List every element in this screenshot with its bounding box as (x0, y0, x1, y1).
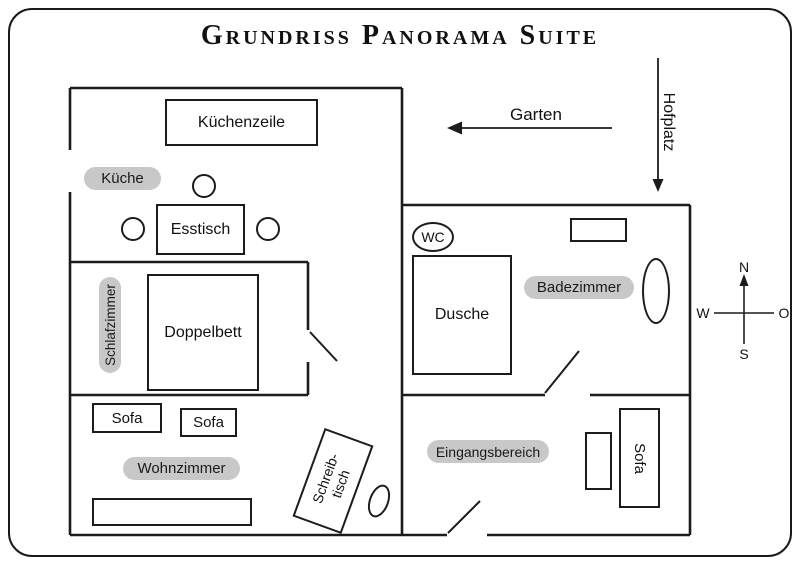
room-label-entrance: Eingangsbereich (427, 440, 549, 463)
garden-arrow-head-icon (447, 121, 462, 135)
room-label-living: Wohnzimmer (123, 457, 240, 480)
sofa-label: Sofa (630, 442, 648, 474)
sofa-label: Sofa (111, 409, 143, 427)
bedroom-door-swing (309, 331, 338, 362)
shower-label: Dusche (434, 306, 490, 323)
dining-chair (256, 217, 280, 241)
room-label-kitchen: Küche (84, 167, 161, 190)
garden-arrow (447, 121, 612, 135)
compass-east-label: O (778, 305, 790, 321)
sofa-living-2: Sofa (180, 408, 237, 437)
courtyard-arrow (652, 58, 664, 192)
dining-table: Esstisch (156, 204, 245, 255)
entry-cabinet (585, 432, 612, 490)
dining-chair (192, 174, 216, 198)
double-bed: Doppelbett (147, 274, 259, 391)
compass-south-label: S (739, 346, 749, 362)
shower: Dusche (412, 255, 512, 375)
wc: WC (412, 222, 454, 252)
compass-north-arrow-icon (739, 274, 749, 286)
sideboard (92, 498, 252, 526)
room-label-bathroom: Badezimmer (524, 276, 634, 299)
courtyard-label: Hofplatz (660, 92, 677, 152)
room-label-bedroom: Schlafzimmer (99, 277, 121, 373)
bath-sink (642, 258, 670, 324)
double-bed-label: Doppelbett (164, 323, 242, 341)
bathroom-door-swing (544, 350, 580, 394)
bath-cabinet (570, 218, 627, 242)
living-room-label: Wohnzimmer (137, 460, 226, 477)
desk-label: Schreib- tisch (308, 451, 353, 506)
sofa-entrance: Sofa (619, 408, 660, 508)
wc-label: WC (421, 229, 445, 245)
kitchen-label: Küche (101, 170, 144, 187)
bathroom-label: Badezimmer (536, 279, 622, 296)
page-border (8, 8, 792, 557)
compass-rose-icon (714, 274, 774, 344)
compass-north-label: N (738, 259, 750, 275)
sofa-label: Sofa (193, 414, 224, 431)
dining-table-label: Esstisch (170, 220, 231, 238)
kitchen-unit: Küchenzeile (165, 99, 318, 146)
door-swings (309, 331, 580, 534)
page-title: Grundriss Panorama Suite (200, 20, 600, 51)
kitchen-unit-label: Küchenzeile (197, 113, 286, 131)
walls (68, 86, 692, 537)
bedroom-label: Schlafzimmer (102, 284, 118, 366)
courtyard-arrow-head-icon (652, 179, 664, 192)
entrance-door-swing (447, 500, 481, 534)
compass-west-label: W (696, 305, 710, 321)
dining-chair (121, 217, 145, 241)
entrance-label: Eingangsbereich (435, 443, 541, 460)
garden-label: Garten (510, 105, 562, 124)
sofa-living-1: Sofa (92, 403, 162, 433)
